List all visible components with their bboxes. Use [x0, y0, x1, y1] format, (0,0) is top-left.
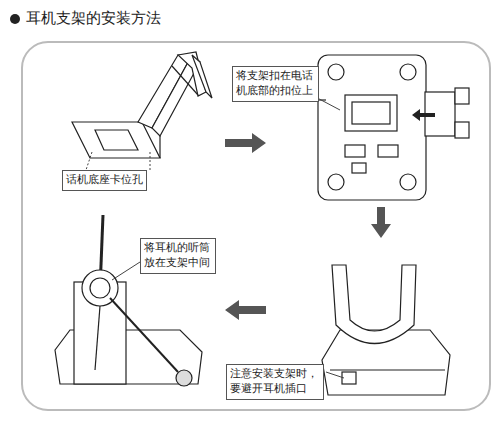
- phone-bracket-drawing: [322, 265, 450, 395]
- flow-arrow: [225, 300, 266, 320]
- bullet-dot: [10, 14, 20, 24]
- callout-text: 将支架扣在电话机底部的扣位上: [236, 69, 315, 99]
- callout-box: 将支架扣在电话机底部的扣位上: [232, 66, 319, 102]
- flow-arrow: [225, 133, 266, 153]
- panel-frame: [22, 42, 490, 410]
- title-text: 耳机支架的安装方法: [26, 9, 161, 28]
- leader-line: [86, 152, 150, 170]
- callout-text: 话机底座卡位孔: [66, 173, 143, 188]
- phone-bottom-drawing: [312, 55, 469, 200]
- leader-line: [326, 372, 344, 378]
- callout-box: 注意安装支架时，要避开耳机插口: [226, 364, 324, 400]
- callout-box: 将耳机的听筒放在支架中间: [140, 238, 216, 274]
- callout-text: 将耳机的听筒放在支架中间: [144, 241, 212, 271]
- bracket-drawing: [72, 52, 212, 158]
- insert-arrow: [412, 109, 435, 121]
- flow-arrow: [371, 207, 391, 238]
- callout-text: 注意安装支架时，要避开耳机插口: [230, 367, 320, 397]
- callout-box: 话机底座卡位孔: [62, 170, 147, 191]
- leader-line: [112, 262, 140, 280]
